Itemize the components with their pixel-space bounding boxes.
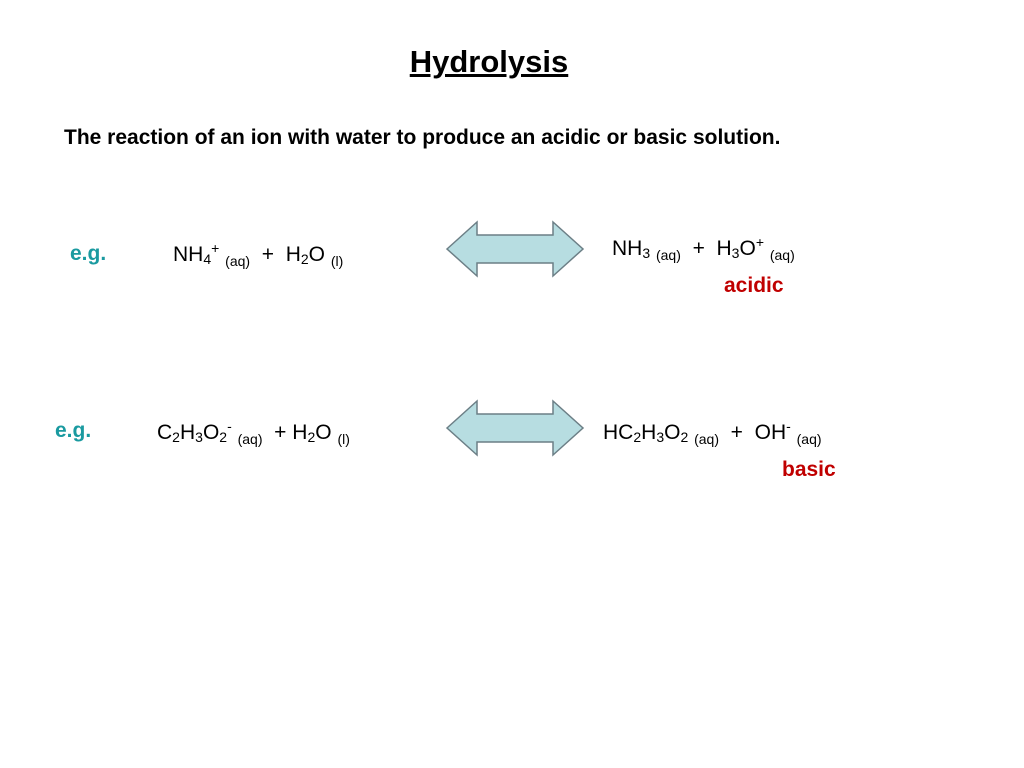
double-headed-arrow-icon — [445, 220, 585, 278]
example-label-2: e.g. — [55, 419, 92, 442]
plus-sign: + — [261, 243, 275, 266]
hydronium-ion: H3O+ (aq) — [716, 234, 795, 263]
nh3-molecule: NH3 (aq) — [612, 237, 681, 263]
reaction1-products: NH3 (aq) + H3O+ (aq) — [612, 234, 795, 263]
plus-sign: + — [274, 421, 287, 444]
plus-sign: + — [692, 237, 705, 260]
plus-sign: + — [730, 421, 743, 444]
acetate-ion: C2H3O2- (aq) — [157, 418, 263, 447]
nh4-ion: NH4+ (aq) — [173, 240, 251, 269]
acidic-label: acidic — [724, 274, 784, 297]
definition-text: The reaction of an ion with water to pro… — [64, 126, 781, 149]
reaction1-reactants: NH4+ (aq) + H2O (l) — [173, 240, 343, 269]
slide-title: Hydrolysis — [409, 44, 569, 79]
water-molecule: H2O (l) — [285, 243, 344, 269]
acetic-acid-molecule: HC2H3O2 (aq) — [603, 421, 719, 447]
water-molecule: H2O (l) — [292, 421, 350, 447]
reaction2-products: HC2H3O2 (aq) + OH- (aq) — [603, 418, 822, 447]
hydroxide-ion: OH- (aq) — [754, 418, 822, 447]
basic-label: basic — [782, 458, 836, 481]
example-label-1: e.g. — [70, 242, 107, 265]
double-headed-arrow-icon — [445, 399, 585, 457]
reaction2-reactants: C2H3O2- (aq) + H2O (l) — [157, 418, 350, 447]
